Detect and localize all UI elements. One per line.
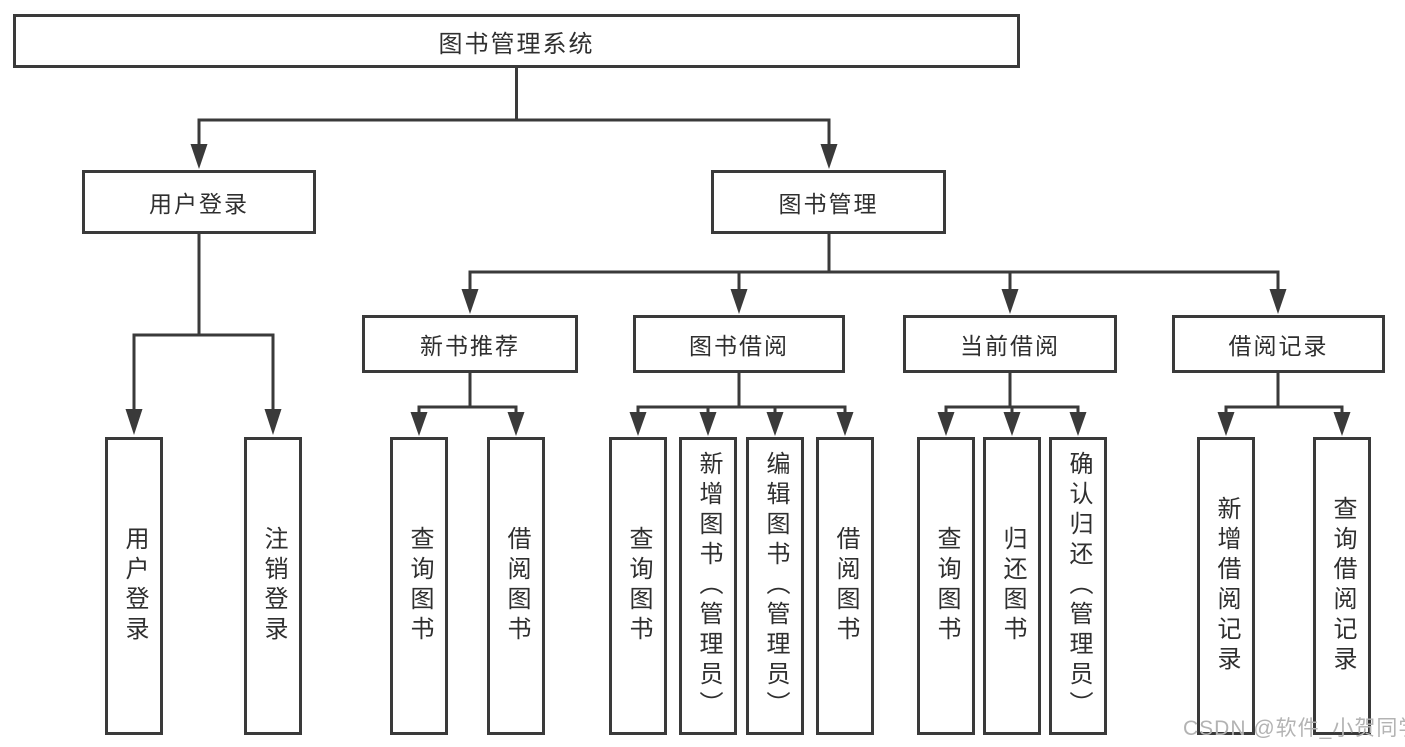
arrowhead-icon	[1069, 412, 1087, 436]
node-borrow-records-label: 借阅记录	[1228, 333, 1329, 359]
arrowhead-icon	[410, 412, 428, 436]
leaf-borrow-books-recommend-label: 借阅图书	[503, 526, 530, 646]
node-new-book-recommend-label: 新书推荐	[420, 333, 520, 359]
leaf-query-books-borrow: 查询图书	[609, 437, 667, 735]
connector-line	[132, 234, 275, 411]
arrowhead-icon	[507, 412, 525, 436]
node-current-borrow-label: 当前借阅	[960, 333, 1060, 359]
leaf-query-books-recommend-label: 查询图书	[406, 526, 433, 646]
leaf-user-login-label: 用户登录	[121, 526, 148, 646]
arrowhead-icon	[1003, 412, 1021, 436]
arrowhead-icon	[629, 412, 647, 436]
leaf-add-books-admin: 新增图书（管理员）	[679, 437, 737, 735]
leaf-edit-books-admin-label: 编辑图书（管理员）	[762, 451, 789, 721]
leaf-query-books-borrow-label: 查询图书	[625, 526, 652, 646]
leaf-borrow-books-recommend: 借阅图书	[487, 437, 545, 735]
arrowhead-icon	[461, 289, 479, 314]
node-root: 图书管理系统	[13, 14, 1020, 68]
leaf-confirm-return-admin-label: 确认归还（管理员）	[1065, 451, 1092, 721]
arrowhead-icon	[264, 409, 282, 435]
connector-line	[417, 373, 1344, 409]
leaf-return-books: 归还图书	[983, 437, 1041, 735]
leaf-query-books-recommend: 查询图书	[390, 437, 448, 735]
leaf-user-login: 用户登录	[105, 437, 163, 735]
leaf-return-books-label: 归还图书	[999, 526, 1026, 646]
connector-line	[197, 68, 831, 146]
arrowhead-icon	[730, 289, 748, 314]
arrowhead-icon	[699, 412, 717, 436]
leaf-add-books-admin-label: 新增图书（管理员）	[695, 451, 722, 721]
watermark: CSDN @软件_小贺同学	[1183, 717, 1405, 740]
connector-line	[468, 234, 1280, 291]
leaf-query-books-current-label: 查询图书	[933, 526, 960, 646]
node-borrow-records: 借阅记录	[1172, 315, 1385, 373]
leaf-edit-books-admin: 编辑图书（管理员）	[746, 437, 804, 735]
leaf-query-borrow-record-label: 查询借阅记录	[1329, 496, 1356, 676]
arrowhead-icon	[1333, 412, 1351, 436]
arrowhead-icon	[1001, 289, 1019, 314]
node-book-management: 图书管理	[711, 170, 946, 234]
arrowhead-icon	[1269, 289, 1287, 314]
leaf-borrow-books: 借阅图书	[816, 437, 874, 735]
arrowhead-icon	[1217, 412, 1235, 436]
arrowhead-icon	[125, 409, 143, 435]
arrowhead-icon	[937, 412, 955, 436]
connector-line	[417, 407, 1344, 413]
leaf-logout-login: 注销登录	[244, 437, 302, 735]
node-book-management-label: 图书管理	[778, 191, 879, 217]
leaf-add-borrow-record: 新增借阅记录	[1197, 437, 1255, 735]
node-root-label: 图书管理系统	[438, 30, 595, 58]
node-book-borrow-label: 图书借阅	[689, 333, 789, 359]
arrowhead-icon	[836, 412, 854, 436]
arrowhead-icon	[190, 144, 208, 169]
leaf-query-books-current: 查询图书	[917, 437, 975, 735]
node-user-login: 用户登录	[82, 170, 316, 234]
leaf-confirm-return-admin: 确认归还（管理员）	[1049, 437, 1107, 735]
leaf-logout-login-label: 注销登录	[260, 526, 287, 646]
node-user-login-label: 用户登录	[149, 191, 249, 217]
node-book-borrow: 图书借阅	[633, 315, 845, 373]
leaf-add-borrow-record-label: 新增借阅记录	[1213, 496, 1240, 676]
node-new-book-recommend: 新书推荐	[362, 315, 578, 373]
leaf-borrow-books-label: 借阅图书	[832, 526, 859, 646]
leaf-query-borrow-record: 查询借阅记录	[1313, 437, 1371, 735]
arrowhead-icon	[766, 412, 784, 436]
node-current-borrow: 当前借阅	[903, 315, 1117, 373]
arrowhead-icon	[820, 144, 838, 169]
